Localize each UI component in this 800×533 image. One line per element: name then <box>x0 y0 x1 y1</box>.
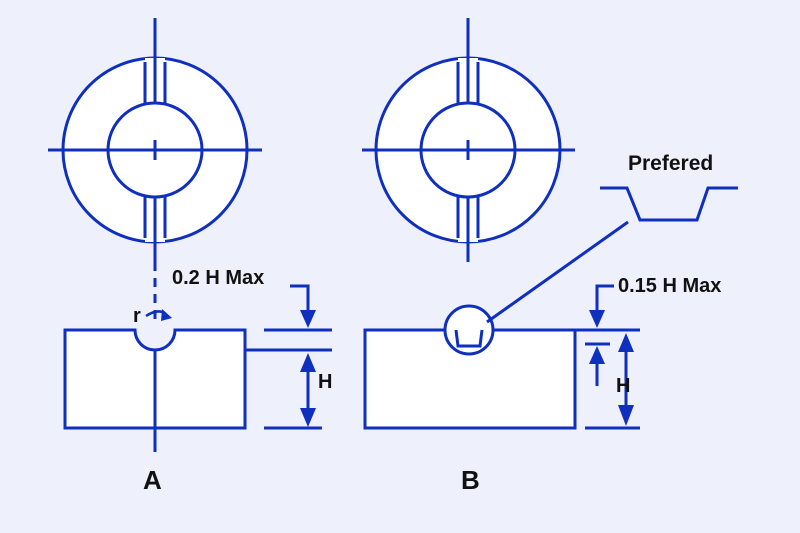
preferred-profile-line <box>600 186 738 222</box>
height-label-a: H <box>318 371 332 393</box>
view-a-caption: A <box>143 465 162 495</box>
view-b-top-washer <box>362 18 575 262</box>
height-label-b: H <box>616 375 630 397</box>
radius-arrowhead <box>161 309 172 321</box>
arrowhead-depth-b <box>589 310 605 328</box>
groove-arrow-up-b <box>589 346 605 364</box>
preferred-label: Prefered <box>628 152 713 175</box>
leader-depth-b <box>595 284 614 312</box>
preferred-profile-detail: Prefered <box>600 152 738 222</box>
h-arrow-down-b <box>618 405 634 426</box>
leader-depth-a <box>290 284 310 312</box>
h-arrow-down-a <box>300 408 316 427</box>
view-b-side-block <box>363 220 629 430</box>
h-arrow-up-a <box>300 353 316 372</box>
depth-label-b: 0.15 H Max <box>618 275 721 297</box>
radius-label: r <box>133 305 141 327</box>
view-a-top-washer <box>48 18 262 320</box>
arrowhead-depth-a <box>300 310 316 328</box>
groove-profile-b <box>454 329 484 348</box>
dimension-a-depth: 0.2 H Max H <box>172 267 332 430</box>
depth-label-a: 0.2 H Max <box>172 267 264 289</box>
h-arrow-up-b <box>618 333 634 352</box>
dimension-b-depth: 0.15 H Max H <box>575 275 721 430</box>
detail-leader-b <box>486 220 629 324</box>
view-b-caption: B <box>461 465 480 495</box>
view-a-side-block: r <box>63 305 247 452</box>
